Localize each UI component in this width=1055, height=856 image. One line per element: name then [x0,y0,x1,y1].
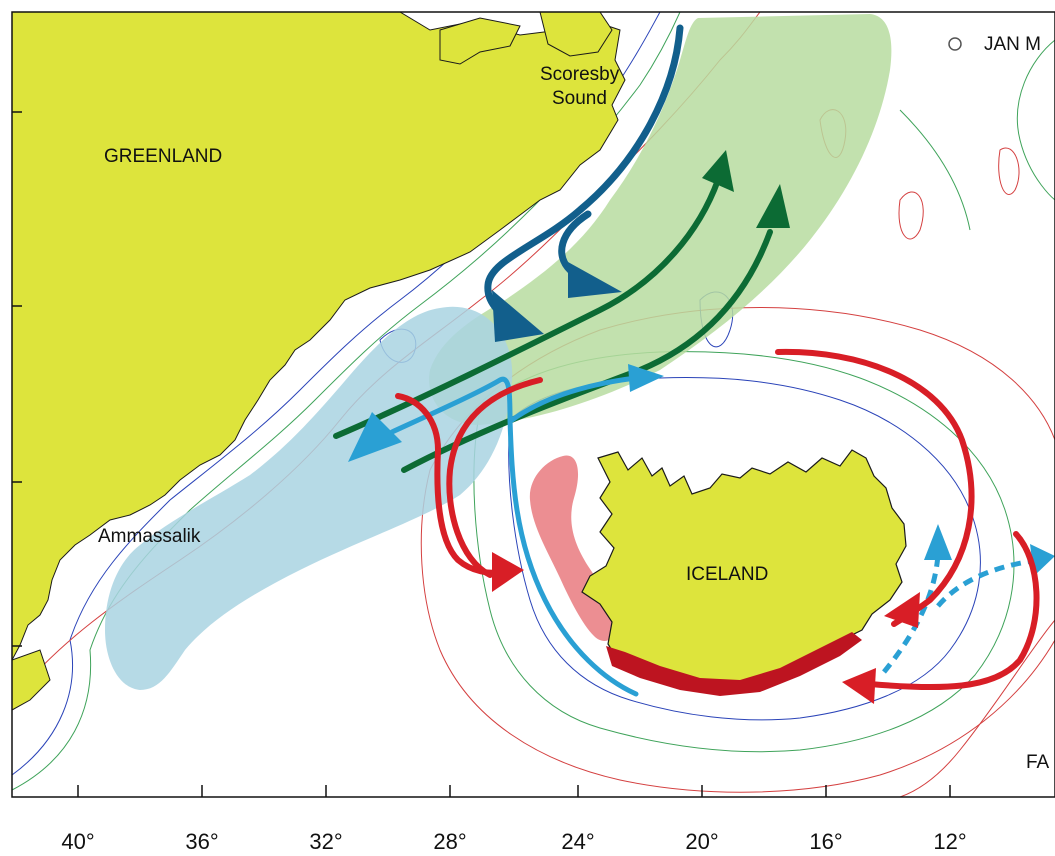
longitude-tick-label: 16° [809,829,842,854]
iceland-south-coast-red [606,632,862,696]
scoresby-island [539,12,613,57]
greenland-southwest-island [12,649,51,711]
scoresby-label-line1: Scoresby [540,64,620,85]
greenland-northeast-island [439,17,521,65]
light-blue-current-to-east [509,375,639,423]
longitude-tick-label: 28° [433,829,466,854]
greenland-label: GREENLAND [104,146,222,167]
red-arrowhead-north-loop [884,592,920,628]
scoresby-label-line2: Sound [552,88,607,109]
red-current-irminger [395,393,503,576]
island-circle-icon [948,37,962,51]
contour-green-east [899,39,1055,231]
iceland-landmass [581,449,907,691]
dashed-current-east [936,557,1041,608]
red-arrowhead-east-loop [842,668,876,704]
longitude-tick-label: 12° [933,829,966,854]
longitude-tick-label: 20° [685,829,718,854]
green-current-1 [333,177,721,439]
green-arrowhead-1 [702,150,734,192]
longitude-tick-label: 36° [185,829,218,854]
light-blue-current-loop [389,376,639,697]
dark-blue-current-outer [484,24,684,330]
iceland-label: ICELAND [686,564,768,585]
light-blue-arrows [389,375,639,697]
faroe-label: FA [1026,752,1050,773]
dashed-light-blue-arrows [882,553,1041,674]
map-frame [11,11,1055,798]
longitude-axis: 40° 36° 32° 28° 24° 20° 16° 12° [61,829,966,854]
ammassalik-label: Ammassalik [98,526,201,547]
dark-blue-arrowhead-2 [568,262,622,298]
contour-green-iceland-slope [473,351,1015,753]
longitude-tick-label: 40° [61,829,94,854]
red-current-iceland-north [446,377,543,578]
light-blue-arrowhead-east [628,364,664,392]
dark-blue-arrowhead-1 [492,290,544,342]
green-zone [429,14,892,425]
contour-red-southeast [899,619,1055,797]
dashed-arrowhead-north [924,524,952,560]
jan-mayen-label: JAN M [984,34,1041,55]
longitude-tick-label: 24° [561,829,594,854]
dashed-arrowhead-east [1030,544,1055,576]
light-blue-arrowhead-west [348,412,402,462]
greenland-landmass [12,12,626,661]
frame-ticks [12,111,951,797]
longitude-tick-label: 32° [309,829,342,854]
red-current-east-loop [867,531,1040,691]
red-arrowhead-irminger [492,552,524,592]
green-arrowhead-2 [756,184,790,228]
contour-blue-iceland-shelf [508,377,981,721]
